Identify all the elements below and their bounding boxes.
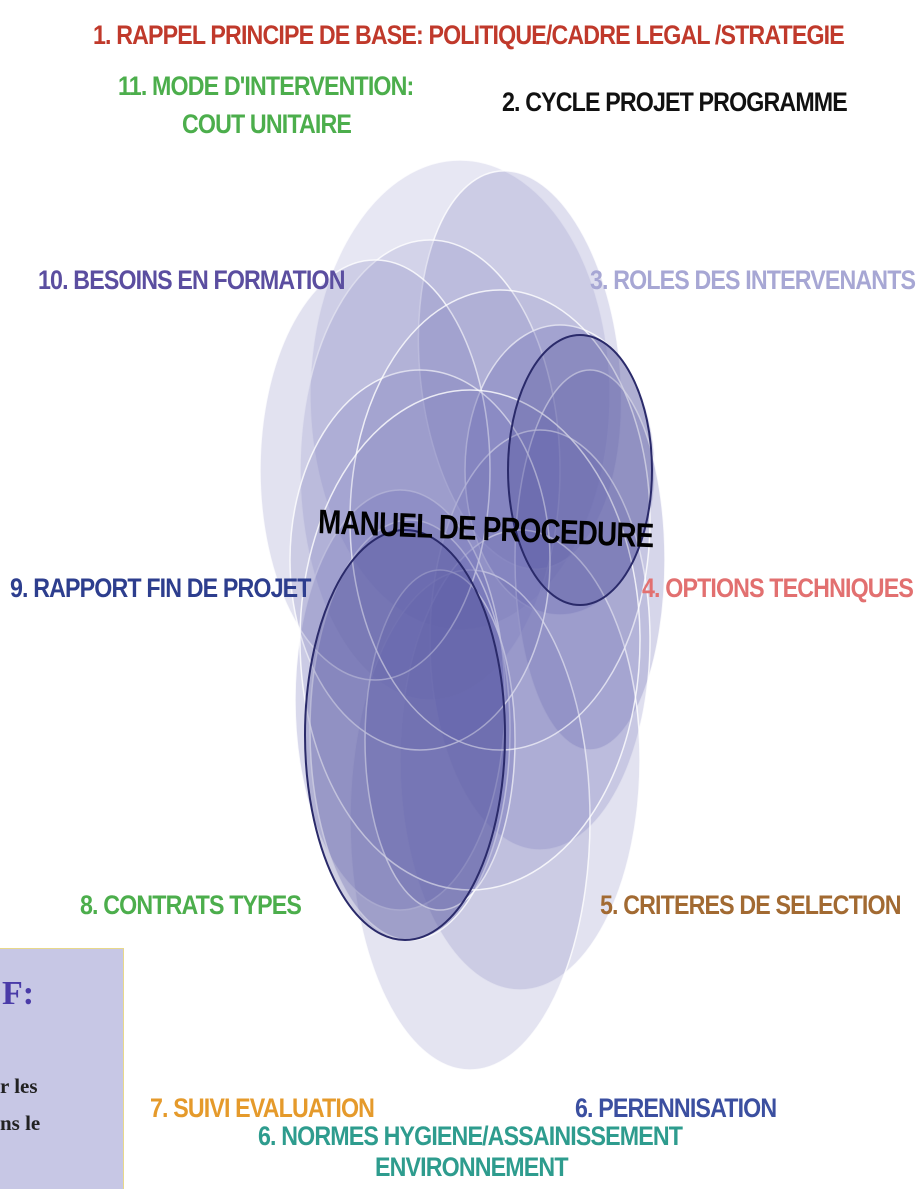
item-6-normes-hygiene: 6. NORMES HYGIENE/ASSAINISSEMENT [258, 1121, 683, 1151]
petal-ring-1 [309, 159, 611, 631]
item-11-mode-intervention: 11. MODE D'INTERVENTION: [118, 71, 414, 101]
item-8-contrats-types: 8. CONTRATS TYPES [80, 890, 302, 920]
petal-ring-accent [304, 529, 506, 941]
overlapping-circle-rings [259, 159, 666, 1071]
side-box-line-2: ns le [0, 1111, 41, 1135]
item-1-politique: 1. RAPPEL PRINCIPE DE BASE: POLITIQUE/CA… [93, 20, 845, 50]
petal-ring-12 [259, 259, 491, 681]
item-6-environnement: ENVIRONNEMENT [375, 1152, 569, 1182]
item-11-cout-unitaire: COUT UNITAIRE [182, 109, 352, 139]
item-2-cycle-projet: 2. CYCLE PROJET PROGRAMME [502, 87, 848, 117]
petal-ring-3 [299, 239, 561, 701]
item-5-criteres-selection: 5. CRITERES DE SELECTION [600, 890, 901, 920]
petal-ring-8 [349, 569, 591, 1071]
item-3-roles-intervenants: 3. ROLES DES INTERVENANTS [590, 265, 916, 295]
item-4-options-techniques: 4. OPTIONS TECHNIQUES [642, 573, 914, 603]
side-box-heading: F: [2, 975, 35, 1012]
petal-ring-11 [364, 569, 516, 911]
item-9-rapport-fin: 9. RAPPORT FIN DE PROJET [10, 573, 311, 603]
side-box-line-1: r les [0, 1074, 38, 1098]
petal-ring-2 [417, 170, 623, 570]
petal-ring-14 [349, 289, 651, 751]
petal-ring-7 [399, 529, 641, 991]
item-10-besoins-formation: 10. BESOINS EN FORMATION [38, 265, 345, 295]
item-6-perennisation: 6. PERENNISATION [575, 1093, 777, 1123]
petal-ring-accent-2 [507, 334, 653, 606]
petal-ring-9 [294, 489, 506, 911]
side-info-box: F: r les ns le [0, 948, 124, 1189]
item-7-suivi-evaluation: 7. SUIVI EVALUATION [150, 1093, 375, 1123]
